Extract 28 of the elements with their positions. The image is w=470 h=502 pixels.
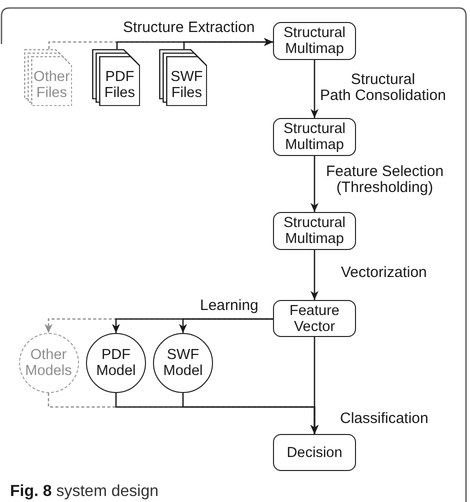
edge-label: Learning <box>200 298 258 314</box>
document-stack <box>92 49 140 106</box>
process-box <box>273 434 356 471</box>
document-stack <box>24 49 72 106</box>
node-text: Structural Multimap <box>282 121 347 153</box>
node-text: Structural Multimap <box>282 25 347 57</box>
node-text: Other Files <box>32 68 71 100</box>
arrow <box>310 60 318 118</box>
figure-caption: Fig. 8 system design <box>10 483 158 501</box>
process-box <box>273 300 356 337</box>
process-box <box>273 212 356 250</box>
edge-label: Feature Selection (Thresholding) <box>326 164 444 196</box>
process-box <box>273 118 356 156</box>
arrow <box>310 250 318 300</box>
document-stack <box>159 49 207 106</box>
node-text: Decision <box>286 444 342 460</box>
arrow <box>310 156 318 212</box>
node-text: SWF Files <box>170 68 204 100</box>
node-text: PDF Files <box>103 68 136 100</box>
node-text: Other Models <box>24 347 73 379</box>
arrow <box>310 337 318 434</box>
node-text: Feature Vector <box>288 302 340 334</box>
node-text: Structural Multimap <box>282 215 347 247</box>
node-text: PDF Model <box>95 347 137 379</box>
process-box <box>273 22 356 60</box>
node-text: SWF Model <box>162 347 204 379</box>
arrow <box>183 38 273 49</box>
arrow <box>179 318 273 333</box>
